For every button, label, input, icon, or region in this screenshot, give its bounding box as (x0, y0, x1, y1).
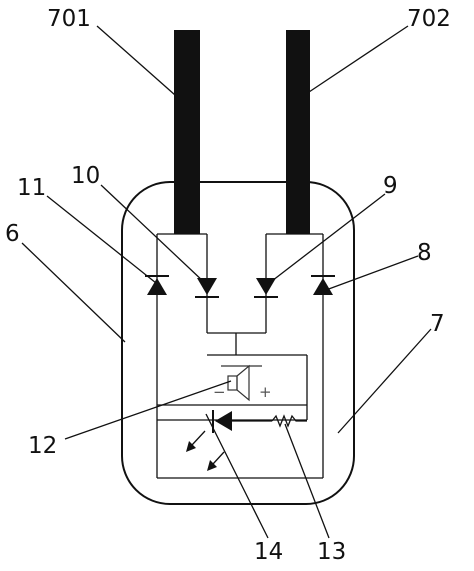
label-7: 7 (430, 311, 445, 337)
label-12: 12 (28, 433, 57, 459)
circuit-wiring (156, 233, 324, 479)
label-13: 13 (317, 539, 346, 565)
light-arrow-icon (186, 430, 225, 471)
prong-702 (286, 30, 310, 234)
label-11: 11 (17, 175, 46, 201)
diode-8 (311, 275, 335, 295)
label-14: 14 (254, 539, 283, 565)
diode-9 (254, 278, 278, 298)
label-9: 9 (383, 173, 398, 199)
diode-10 (195, 278, 219, 298)
speaker-plus-sign: + (259, 383, 272, 401)
housing-outline (121, 181, 355, 505)
speaker-icon (221, 364, 262, 402)
resistor-13 (271, 414, 307, 428)
led-14 (212, 410, 272, 433)
prong-701 (174, 30, 200, 234)
label-6: 6 (5, 221, 20, 247)
diode-11 (145, 275, 169, 295)
label-10: 10 (71, 163, 100, 189)
label-701: 701 (47, 6, 91, 32)
speaker-minus-sign: − (213, 383, 226, 401)
label-8: 8 (417, 240, 432, 266)
label-702: 702 (407, 6, 451, 32)
leader-lines (21, 25, 432, 539)
